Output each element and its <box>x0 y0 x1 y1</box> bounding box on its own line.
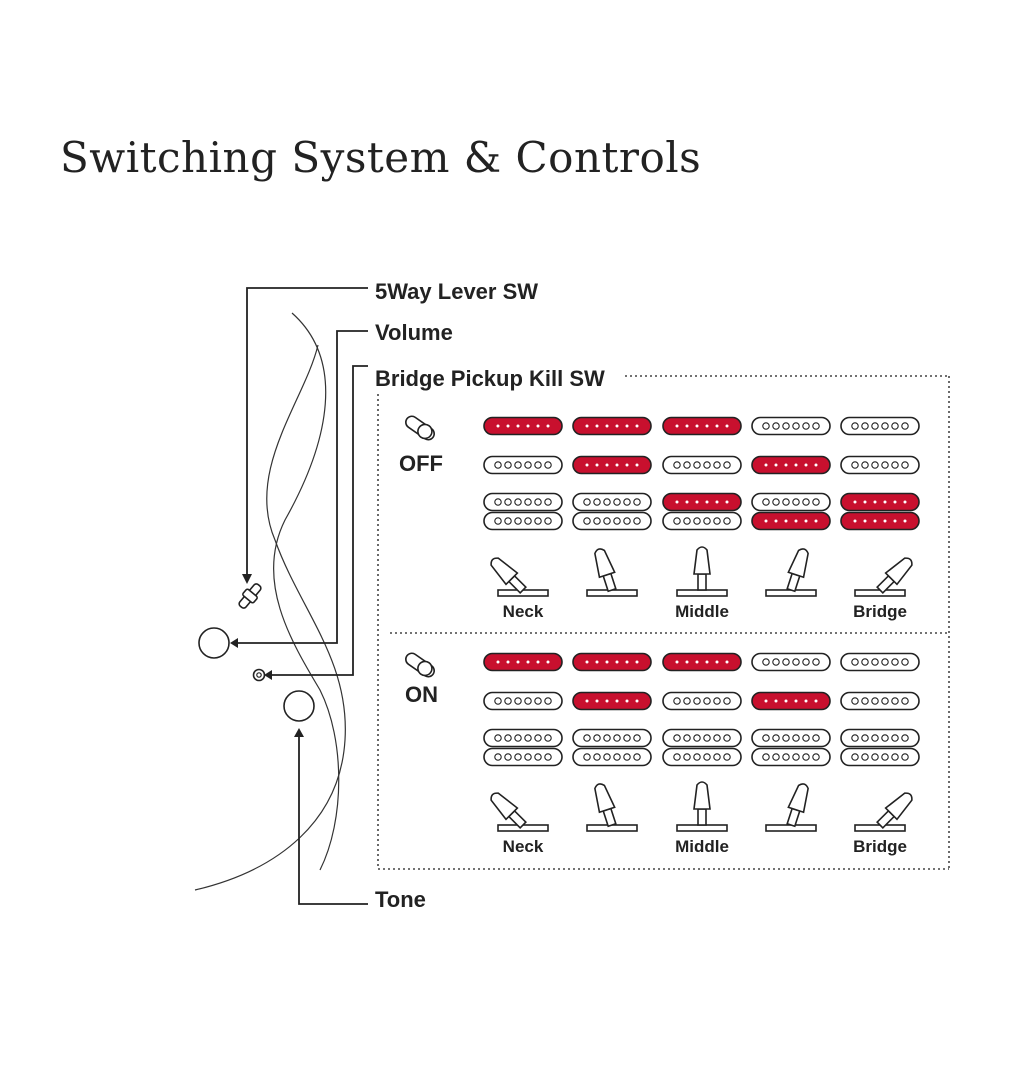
kill-sw-leader <box>270 365 368 676</box>
pickup-bridge-bottom-on-5 <box>840 747 920 767</box>
lever-position-on-4 <box>765 783 817 832</box>
pickup-grid <box>483 416 920 767</box>
lever-label-off-5: Bridge <box>853 602 907 621</box>
tone-label: Tone <box>375 887 426 912</box>
lever-position-off-3: Middle <box>675 546 729 621</box>
pickup-bridge-top-on-1 <box>483 728 563 748</box>
pickup-neck-on-5 <box>840 652 920 672</box>
lever-switch-glyph <box>238 583 262 609</box>
lever-position-on-2 <box>586 783 638 832</box>
kill-sw-arrowhead <box>264 670 272 680</box>
lever-position-on-3: Middle <box>675 781 729 856</box>
kill-switch-off-icon <box>405 415 435 441</box>
pickup-middle-on-3 <box>662 691 742 711</box>
lever-label-on-5: Bridge <box>853 837 907 856</box>
lever-position-off-1: Neck <box>490 557 549 621</box>
volume-arrowhead <box>230 638 238 648</box>
pickup-neck-on-4 <box>751 652 831 672</box>
pickup-bridge-top-off-5 <box>840 492 920 512</box>
pickup-bridge-top-off-3 <box>662 492 742 512</box>
pickup-middle-on-2 <box>572 691 652 711</box>
lever-position-on-1: Neck <box>490 792 549 856</box>
pickup-neck-off-3 <box>662 416 742 436</box>
pickup-middle-on-1 <box>483 691 563 711</box>
pickup-middle-off-2 <box>572 455 652 475</box>
pickup-neck-on-1 <box>483 652 563 672</box>
volume-label: Volume <box>375 320 453 345</box>
pickup-bridge-bottom-on-3 <box>662 747 742 767</box>
pickup-bridge-top-on-5 <box>840 728 920 748</box>
volume-knob <box>198 627 230 659</box>
pickup-middle-off-5 <box>840 455 920 475</box>
pickup-bridge-bottom-on-1 <box>483 747 563 767</box>
pickup-bridge-bottom-on-4 <box>751 747 831 767</box>
body-outline-outer <box>194 344 346 891</box>
pickup-bridge-top-off-1 <box>483 492 563 512</box>
pickup-bridge-top-off-4 <box>751 492 831 512</box>
volume-leader <box>236 330 368 644</box>
pickup-bridge-bottom-off-1 <box>483 511 563 531</box>
lever-label-off-1: Neck <box>503 602 544 621</box>
lever-label-off-3: Middle <box>675 602 729 621</box>
pickup-neck-off-2 <box>572 416 652 436</box>
pickup-bridge-top-on-3 <box>662 728 742 748</box>
lever-position-off-5: Bridge <box>853 557 913 621</box>
tone-knob <box>283 690 315 722</box>
kill-switch-off-label: OFF <box>399 451 443 476</box>
lever-sw-label: 5Way Lever SW <box>375 279 538 304</box>
lever-sw-arrowhead <box>242 574 252 584</box>
lever-sw-leader <box>246 287 368 576</box>
kill-switch-on-icon <box>405 652 435 678</box>
lever-position-on-5: Bridge <box>853 792 913 856</box>
pickup-bridge-bottom-off-2 <box>572 511 652 531</box>
body-outline-inner <box>272 312 340 871</box>
lever-label-on-3: Middle <box>675 837 729 856</box>
pickup-middle-off-3 <box>662 455 742 475</box>
tone-arrowhead <box>294 728 304 737</box>
pickup-bridge-bottom-on-2 <box>572 747 652 767</box>
lever-position-off-4 <box>765 548 817 597</box>
pickup-middle-off-4 <box>751 455 831 475</box>
lever-label-on-1: Neck <box>503 837 544 856</box>
lever-position-off-2 <box>586 548 638 597</box>
pickup-neck-off-5 <box>840 416 920 436</box>
pickup-bridge-bottom-off-4 <box>751 511 831 531</box>
pickup-middle-on-4 <box>751 691 831 711</box>
pickup-bridge-bottom-off-3 <box>662 511 742 531</box>
pickup-bridge-top-on-2 <box>572 728 652 748</box>
pickup-neck-off-1 <box>483 416 563 436</box>
kill-sw-label: Bridge Pickup Kill SW <box>375 366 605 391</box>
pickup-neck-off-4 <box>751 416 831 436</box>
pickup-neck-on-2 <box>572 652 652 672</box>
pickup-neck-on-3 <box>662 652 742 672</box>
pickup-bridge-top-on-4 <box>751 728 831 748</box>
pickup-bridge-bottom-off-5 <box>840 511 920 531</box>
pickup-middle-off-1 <box>483 455 563 475</box>
pickup-middle-on-5 <box>840 691 920 711</box>
kill-switch-knob-center <box>256 672 262 678</box>
tone-leader <box>298 733 368 905</box>
pickup-bridge-top-off-2 <box>572 492 652 512</box>
kill-switch-on-label: ON <box>405 682 438 707</box>
page-title: Switching System & Controls <box>60 133 702 182</box>
